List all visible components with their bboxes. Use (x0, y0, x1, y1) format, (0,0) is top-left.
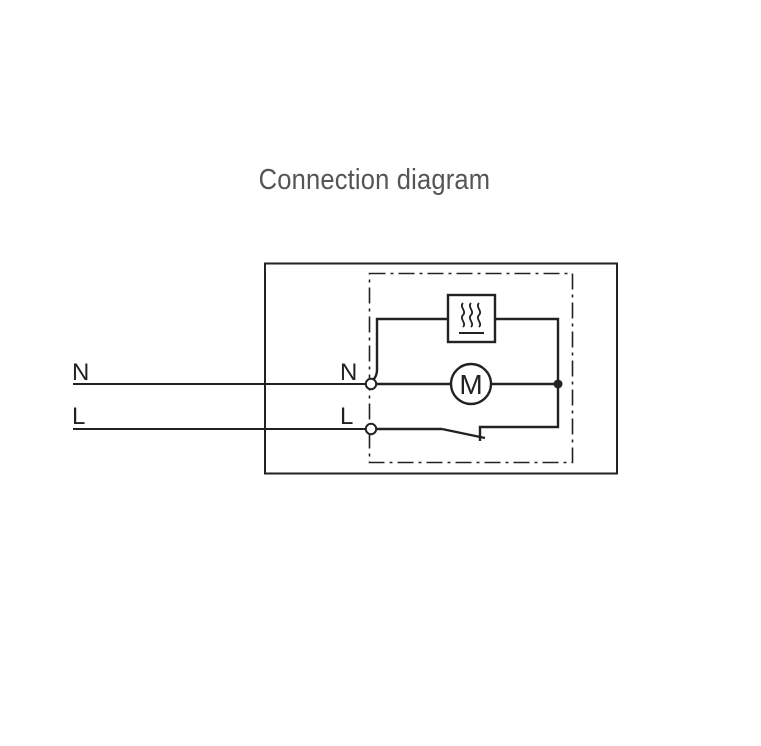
outer-enclosure (264, 262, 618, 475)
svg-text:M: M (459, 369, 482, 400)
supply-label-l: L (72, 403, 85, 430)
switch-return-wire (478, 384, 560, 441)
terminal-label-n: N (340, 359, 357, 386)
motor-icon: M (449, 362, 493, 406)
heater-icon (446, 293, 497, 344)
terminal-n (364, 377, 378, 391)
terminal-l (364, 422, 378, 436)
switch-icon (441, 427, 486, 440)
page-title: Connection diagram (258, 164, 491, 196)
supply-label-n: N (72, 359, 89, 386)
terminal-label-l: L (340, 403, 353, 430)
device-boundary (368, 272, 574, 464)
